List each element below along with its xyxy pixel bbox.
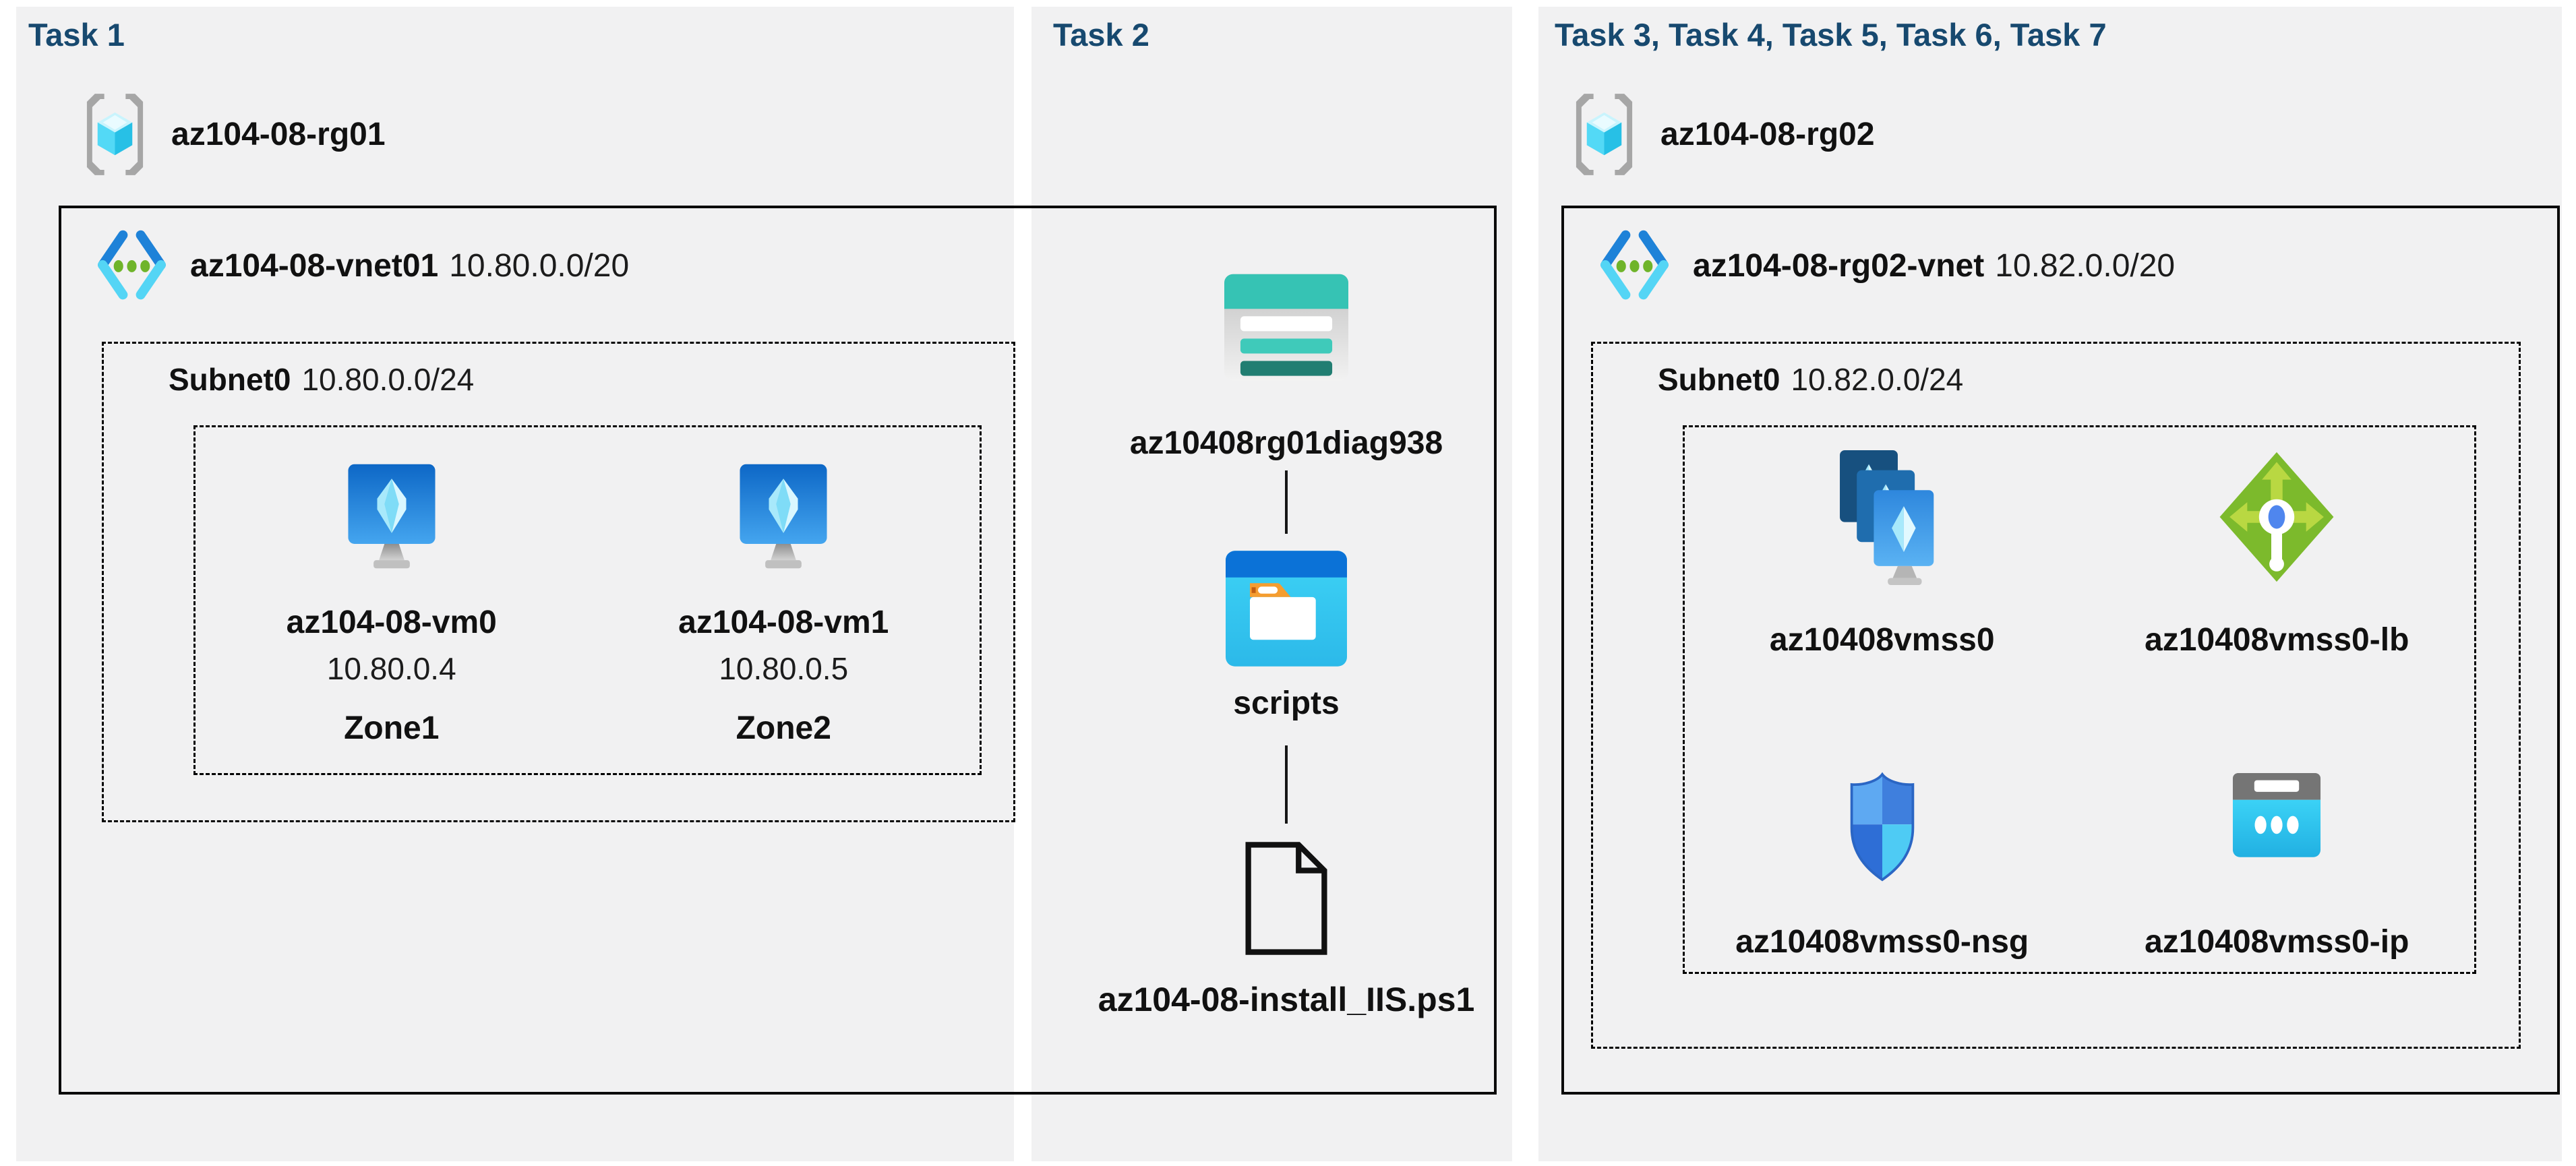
vm-name: az104-08-vm1	[678, 605, 889, 640]
blob-container-icon	[1226, 551, 1347, 667]
subnet-name: Subnet0	[1658, 362, 1780, 397]
vnet-row: az104-08-vnet01 10.80.0.0/20	[94, 230, 629, 301]
resource-group-name: az104-08-rg01	[171, 117, 386, 152]
resource-cell: az10408vmss0	[1770, 450, 1995, 670]
vnet-row: az104-08-rg02-vnet 10.82.0.0/20	[1596, 230, 2175, 301]
vnet-name: az104-08-rg02-vnet	[1693, 247, 1985, 284]
resource-cell: az10408vmss0-lb	[2145, 450, 2409, 670]
virtual-network-icon	[1596, 230, 1673, 301]
vnet-label: az104-08-rg02-vnet 10.82.0.0/20	[1693, 247, 2175, 284]
public-ip-name: az10408vmss0-ip	[2145, 924, 2409, 960]
resource-group-icon	[80, 92, 150, 177]
file-icon	[1244, 840, 1329, 957]
resource-group-row: az104-08-rg01	[80, 92, 386, 177]
vnet-cidr: 10.80.0.0/20	[449, 247, 630, 284]
task2-header: Task 2	[1053, 17, 1149, 53]
virtual-network-icon	[94, 230, 170, 301]
subnet-cidr: 10.82.0.0/24	[1791, 362, 1964, 397]
vm-group: az104-08-vm0 10.80.0.4 Zone1	[287, 462, 497, 747]
subnet-label: Subnet0 10.80.0.0/24	[169, 361, 474, 398]
storage-account-name: az10408rg01diag938	[1129, 425, 1443, 461]
subnet-name: Subnet0	[169, 362, 291, 397]
vm-ip: 10.80.0.4	[326, 651, 456, 686]
vmss-name: az10408vmss0	[1769, 622, 1995, 658]
connector-line	[1285, 470, 1288, 534]
public-ip-icon	[2227, 771, 2326, 887]
script-file-name: az104-08-install_IIS.ps1	[1098, 981, 1475, 1018]
vnet-boundary-box: az104-08-rg02-vnet 10.82.0.0/20 Subnet0 10…	[1561, 206, 2560, 1095]
container-name: scripts	[1233, 685, 1340, 721]
virtual-machine-icon	[346, 462, 438, 573]
task3-7-header: Task 3, Task 4, Task 5, Task 6, Task 7	[1555, 17, 2107, 53]
vm-name: az104-08-vm0	[286, 605, 497, 640]
task1-header: Task 1	[28, 17, 125, 53]
subnet-cidr: 10.80.0.0/24	[301, 362, 475, 397]
vnet-boundary-box: az104-08-vnet01 10.80.0.0/20 Subnet0 10.80…	[59, 206, 1497, 1095]
load-balancer-icon	[2217, 450, 2336, 585]
vnet-cidr: 10.82.0.0/20	[1995, 247, 2176, 284]
resource-group-name: az104-08-rg02	[1660, 117, 1875, 152]
vmss-resource-box: az10408vmss0	[1683, 425, 2476, 974]
vm-ip: 10.80.0.5	[719, 651, 849, 686]
subnet-boundary-box: Subnet0 10.80.0.0/24	[102, 342, 1015, 822]
vm-group: az104-08-vm1 10.80.0.5 Zone2	[678, 462, 889, 747]
vnet-name: az104-08-vnet01	[190, 247, 439, 284]
vm-zone: Zone1	[344, 710, 440, 746]
vnet-label: az104-08-vnet01 10.80.0.0/20	[190, 247, 629, 284]
load-balancer-name: az10408vmss0-lb	[2145, 622, 2409, 658]
resource-cell: az10408vmss0-nsg	[1735, 771, 2029, 972]
connector-line	[1285, 745, 1288, 824]
resource-group-row: az104-08-rg02	[1569, 92, 1875, 177]
resource-cell: az10408vmss0-ip	[2145, 771, 2409, 972]
vm-scale-set-icon	[1818, 450, 1946, 585]
vm-zone: Zone2	[736, 710, 831, 746]
nsg-name: az10408vmss0-nsg	[1735, 924, 2029, 960]
subnet-boundary-box: Subnet0 10.82.0.0/24	[1591, 342, 2521, 1049]
availability-zone-box: az104-08-vm0 10.80.0.4 Zone1	[193, 425, 982, 775]
resource-group-icon	[1569, 92, 1639, 177]
virtual-machine-icon	[738, 462, 829, 573]
panel-task1: Task 1 az104-08-rg01	[16, 7, 1497, 1161]
panel-task2: Task 2 az10408rg01diag938	[1031, 7, 1512, 1161]
network-security-group-icon	[1843, 771, 1921, 887]
storage-account-icon	[1224, 264, 1348, 388]
subnet-label: Subnet0 10.82.0.0/24	[1658, 361, 1963, 398]
panel-task3: Task 3, Task 4, Task 5, Task 6, Task 7 a…	[1538, 7, 2562, 1161]
